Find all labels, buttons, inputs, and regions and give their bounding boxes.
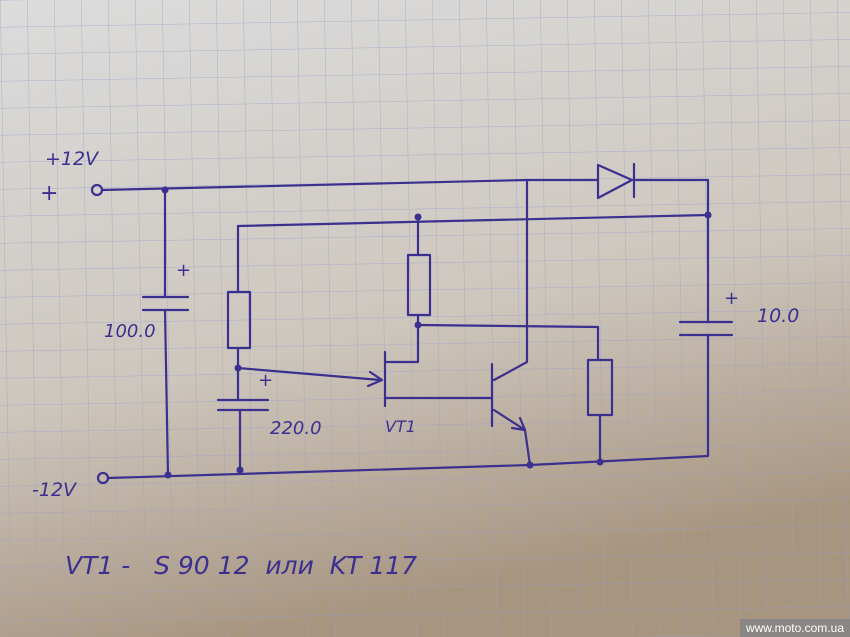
junction-dots <box>161 186 712 479</box>
capacitor-c1 <box>141 295 190 312</box>
label-plus-12v: +12V <box>45 148 100 170</box>
transistor-note: VT1 - S 90 12 или KT 117 <box>65 551 417 580</box>
label-c1-polarity: + <box>176 260 191 281</box>
label-plus-sign: + <box>40 181 58 206</box>
transistor-vt1 <box>366 350 387 408</box>
label-c2-polarity: + <box>258 370 273 391</box>
label-c1-value: 100.0 <box>104 321 156 342</box>
transistor-vt2 <box>490 362 527 432</box>
label-vt1: VT1 <box>385 417 416 436</box>
label-c3-polarity: + <box>724 288 739 309</box>
diode <box>573 162 636 200</box>
resistor-r1 <box>226 290 252 350</box>
capacitor-c2 <box>216 398 270 412</box>
wires <box>90 178 710 485</box>
label-c3-value: 10.0 <box>757 305 799 327</box>
watermark: www.moto.com.ua <box>739 619 850 637</box>
label-minus-12v: -12V <box>32 479 78 501</box>
capacitor-c3 <box>678 320 734 337</box>
resistor-r3 <box>586 358 614 417</box>
label-c2-value: 220.0 <box>270 418 322 439</box>
resistor-r2 <box>406 253 432 317</box>
